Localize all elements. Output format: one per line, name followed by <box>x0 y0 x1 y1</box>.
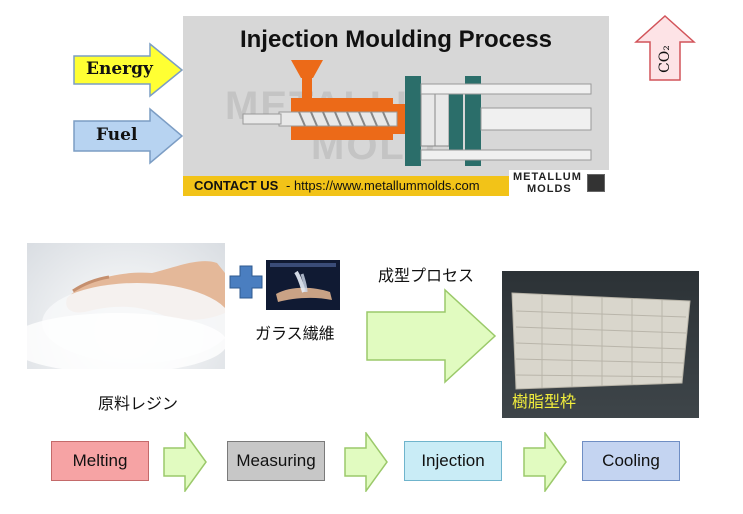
resin-pellets-photo <box>27 243 225 369</box>
plus-icon <box>229 265 263 299</box>
contact-bar: CONTACT US - https://www.metallummolds.c… <box>183 176 609 196</box>
step-cooling: Cooling <box>582 441 680 481</box>
co2-arrow: CO₂ <box>634 14 696 82</box>
resin-label: 原料レジン <box>98 394 179 413</box>
energy-arrow: Energy <box>72 42 184 98</box>
energy-label: Energy <box>86 59 153 79</box>
fuel-arrow: Fuel <box>72 107 184 165</box>
logo-cube-icon <box>587 174 605 192</box>
resin-formwork-photo: 樹脂型枠 <box>502 271 699 418</box>
glass-fiber-label: ガラス繊維 <box>255 324 335 343</box>
flow-arrow-1 <box>163 430 207 494</box>
fuel-label: Fuel <box>96 125 138 145</box>
molding-process-arrow <box>365 288 497 384</box>
flow-arrow-3 <box>523 430 567 494</box>
co2-label: CO₂ <box>657 45 673 73</box>
contact-us-label: CONTACT US <box>194 178 279 193</box>
glass-fiber-photo <box>266 260 340 310</box>
logo-line-1: METALLUM <box>513 171 582 183</box>
banner-title: Injection Moulding Process <box>239 26 553 53</box>
step-injection: Injection <box>404 441 502 481</box>
logo-line-2: MOLDS <box>527 183 572 195</box>
product-label: 樹脂型枠 <box>512 392 577 411</box>
step-measuring: Measuring <box>227 441 325 481</box>
metallum-logo: METALLUM MOLDS <box>509 170 609 196</box>
step-melting: Melting <box>51 441 149 481</box>
injection-machine-illustration <box>242 60 592 166</box>
molding-process-label: 成型プロセス <box>378 266 475 285</box>
injection-moulding-banner: Injection Moulding Process METALLUM MOLD… <box>183 16 609 196</box>
flow-arrow-2 <box>344 430 388 494</box>
contact-url-link[interactable]: - https://www.metallummolds.com <box>286 178 480 193</box>
